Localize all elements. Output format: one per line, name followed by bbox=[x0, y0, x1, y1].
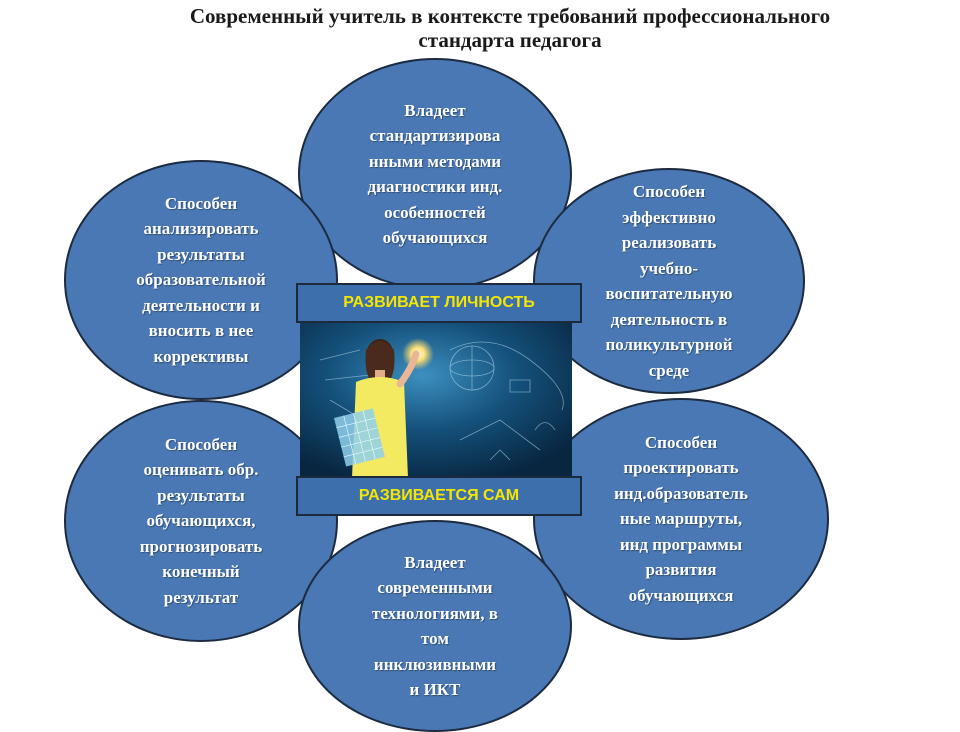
title-line-2: стандарта педагога bbox=[418, 28, 602, 52]
banner-develops-personality: РАЗВИВАЕТ ЛИЧНОСТЬ bbox=[296, 283, 582, 323]
competency-text-multicultural: Способен эффективно реализовать учебно- … bbox=[605, 182, 733, 380]
competency-text-design: Способен проектировать инд.образователь … bbox=[614, 432, 748, 605]
competency-oval-diagnostics: Владеет стандартизирова нными методами д… bbox=[298, 58, 572, 290]
title-line-1: Современный учитель в контексте требован… bbox=[189, 4, 831, 28]
competency-oval-design: Способен проектировать инд.образователь … bbox=[533, 398, 829, 640]
banner-develops-self: РАЗВИВАЕТСЯ САМ bbox=[296, 476, 582, 516]
competency-text-technologies: Владеет современными технологиями, в том… bbox=[372, 552, 498, 700]
teacher-photo bbox=[300, 320, 572, 478]
page-title: Современный учитель в контексте требован… bbox=[70, 4, 950, 52]
competency-text-analysis: Способен анализировать результаты образо… bbox=[136, 193, 266, 366]
competency-oval-analysis: Способен анализировать результаты образо… bbox=[64, 160, 338, 400]
competency-oval-technologies: Владеет современными технологиями, в том… bbox=[298, 520, 572, 732]
competency-text-assessment: Способен оценивать обр. результаты обуча… bbox=[139, 434, 263, 607]
competency-text-diagnostics: Владеет стандартизирова нными методами д… bbox=[367, 100, 503, 248]
competency-oval-multicultural: Способен эффективно реализовать учебно- … bbox=[533, 168, 805, 394]
banner-top-label: РАЗВИВАЕТ ЛИЧНОСТЬ bbox=[343, 294, 535, 311]
competency-oval-assessment: Способен оценивать обр. результаты обуча… bbox=[64, 400, 338, 642]
banner-bottom-label: РАЗВИВАЕТСЯ САМ bbox=[358, 487, 520, 504]
teacher-illustration bbox=[300, 320, 572, 478]
